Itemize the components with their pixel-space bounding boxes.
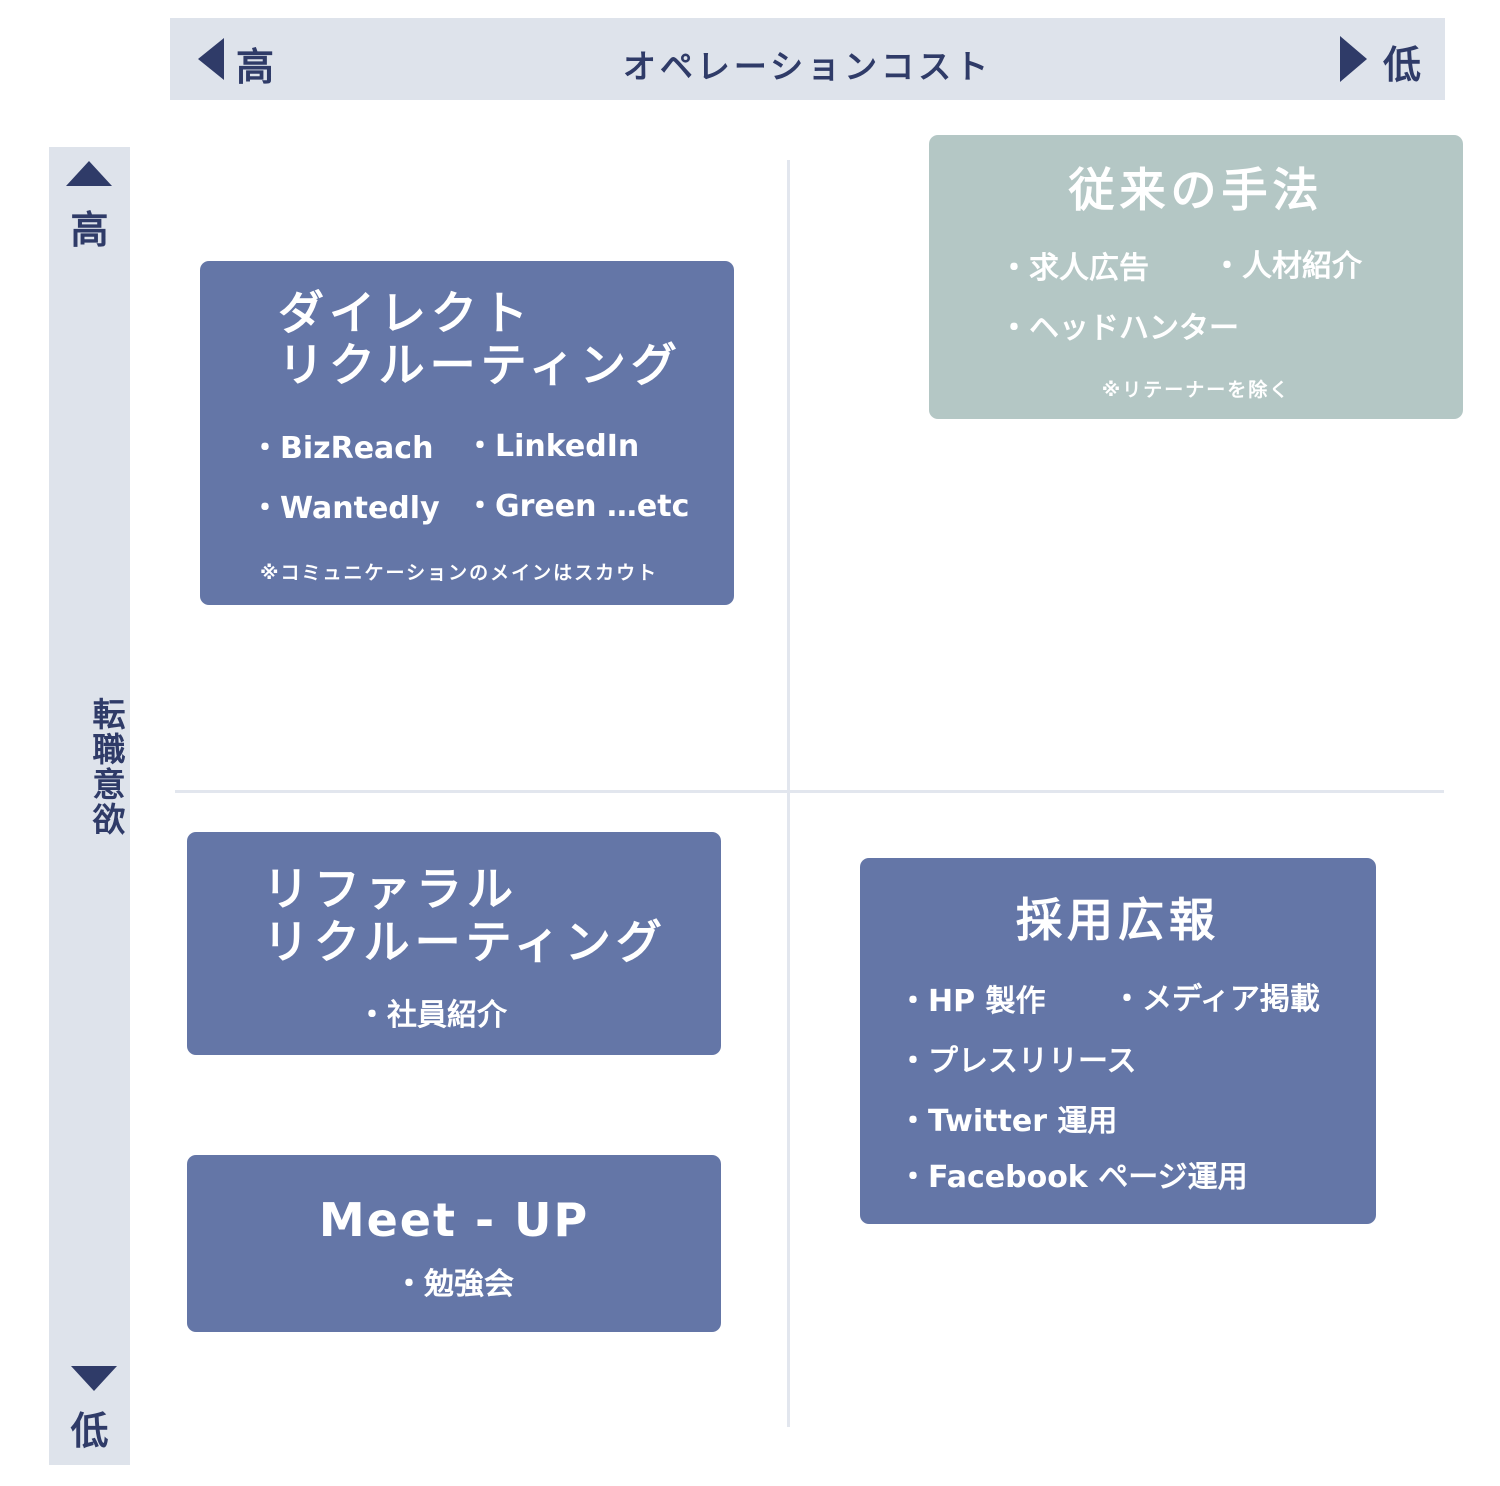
meetup-item-study-session: ・勉強会	[394, 1267, 514, 1302]
pr-item-press-release: ・プレスリリース	[898, 1044, 1137, 1079]
down-triangle-icon	[71, 1366, 117, 1391]
right-triangle-icon	[1340, 36, 1367, 82]
direct-recruiting-title-line1: ダイレクト	[278, 286, 533, 340]
horizontal-divider	[175, 790, 1444, 793]
vertical-divider	[787, 160, 790, 1427]
x-axis-title: オペレーションコスト	[622, 47, 993, 86]
traditional-method-box: 従来の手法 ・求人広告 ・人材紹介 ・ヘッドハンター ※リテーナーを除く	[929, 135, 1463, 419]
meetup-box: Meet - UP ・勉強会	[187, 1155, 721, 1332]
left-triangle-icon	[198, 38, 224, 80]
referral-item-employee-referral: ・社員紹介	[357, 998, 507, 1033]
traditional-item-headhunter: ・ヘッドハンター	[999, 311, 1239, 346]
direct-item-green: ・Green …etc	[465, 489, 690, 524]
direct-item-bizreach: ・BizReach	[250, 431, 434, 466]
recruitment-pr-title: 採用広報	[1016, 893, 1220, 947]
traditional-item-agency: ・人材紹介	[1212, 249, 1362, 284]
direct-item-wantedly: ・Wantedly	[250, 491, 440, 526]
meetup-title: Meet - UP	[318, 1193, 590, 1247]
referral-recruiting-title-line2: リクルーティング	[263, 915, 667, 969]
direct-item-linkedin: ・LinkedIn	[465, 429, 640, 464]
x-axis-bar: 高 オペレーションコスト 低	[170, 18, 1445, 100]
pr-item-website: ・HP 製作	[898, 984, 1046, 1019]
y-axis-high-label: 高	[70, 208, 109, 252]
referral-recruiting-box: リファラル リクルーティング ・社員紹介	[187, 832, 721, 1055]
y-axis-bar: 高 転職意欲 低	[49, 147, 130, 1465]
pr-item-facebook: ・Facebook ページ運用	[898, 1160, 1248, 1195]
traditional-method-note: ※リテーナーを除く	[1101, 379, 1291, 401]
x-axis-low-label: 低	[1382, 43, 1421, 87]
pr-item-media: ・メディア掲載	[1112, 982, 1320, 1017]
direct-recruiting-note: ※コミュニケーションのメインはスカウト	[260, 562, 659, 584]
y-axis-low-label: 低	[70, 1409, 109, 1453]
recruitment-pr-box: 採用広報 ・HP 製作 ・メディア掲載 ・プレスリリース ・Twitter 運用…	[860, 858, 1376, 1224]
x-axis-high-label: 高	[236, 45, 275, 89]
up-triangle-icon	[66, 161, 112, 186]
y-axis-title: 転職意欲	[87, 697, 126, 837]
direct-recruiting-title-line2: リクルーティング	[278, 338, 682, 392]
direct-recruiting-box: ダイレクト リクルーティング ・BizReach ・LinkedIn ・Want…	[200, 261, 734, 605]
pr-item-twitter: ・Twitter 運用	[898, 1104, 1118, 1139]
traditional-method-title: 従来の手法	[1068, 163, 1324, 217]
traditional-item-job-ad: ・求人広告	[999, 251, 1149, 286]
referral-recruiting-title-line1: リファラル	[263, 862, 518, 916]
